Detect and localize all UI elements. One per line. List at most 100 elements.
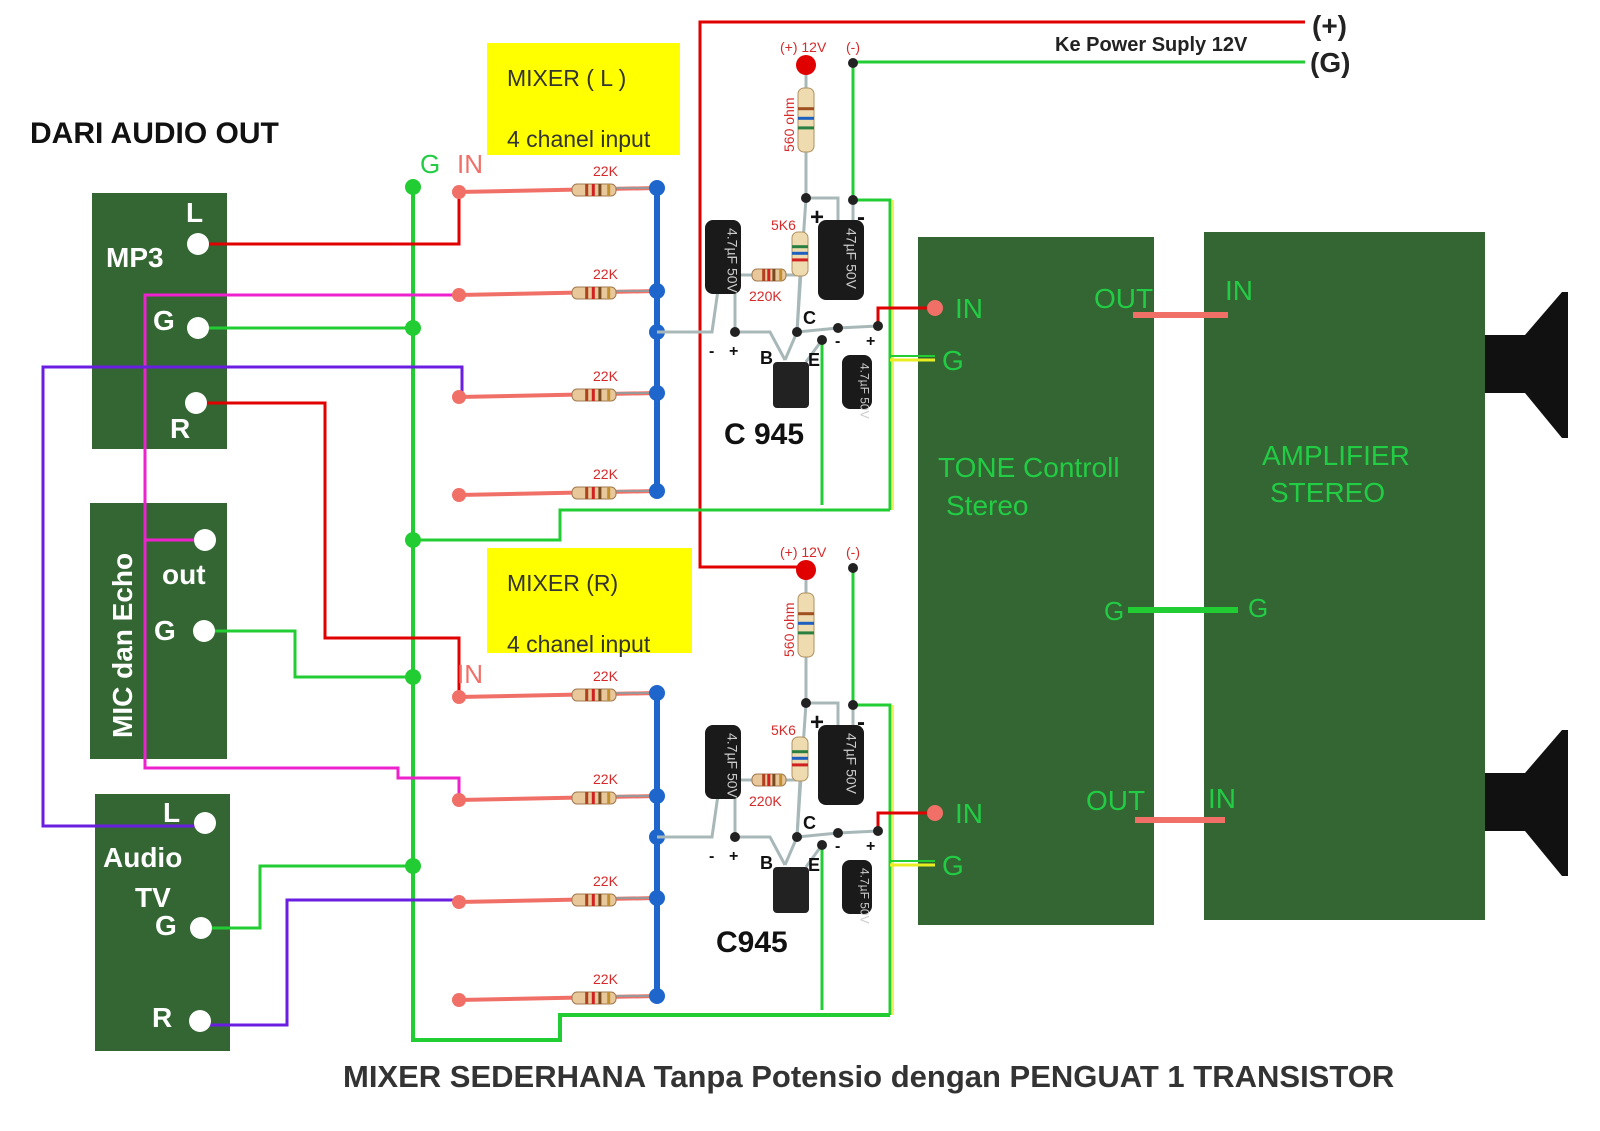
- transistor-icon: [773, 867, 809, 913]
- resistor-band: [798, 612, 814, 616]
- resistor-band: [591, 287, 595, 299]
- power-ground-label: (G): [1310, 47, 1350, 78]
- resistor-band: [607, 894, 611, 906]
- jack-terminals[interactable]: [185, 233, 216, 1032]
- mixer-title: MIXER (R): [507, 570, 618, 596]
- supply-positive-terminal: [796, 560, 816, 580]
- input-terminal: [452, 895, 466, 909]
- tv-ground-jack: [190, 917, 212, 939]
- mixer-title: MIXER ( L ): [507, 65, 626, 91]
- tv-right-jack: [189, 1010, 211, 1032]
- resistor-band: [585, 487, 589, 499]
- mp3-ground-jack: [187, 317, 209, 339]
- resistor-band: [585, 184, 589, 196]
- resistor-band: [598, 389, 602, 401]
- resistor-band: [798, 631, 814, 635]
- solder-point: [730, 327, 740, 337]
- amplifier-board: [1204, 232, 1485, 920]
- resistor-band: [598, 992, 602, 1004]
- resistor-band: [585, 689, 589, 701]
- supply-plus-label: (+) 12V: [780, 39, 827, 55]
- source-heading: DARI AUDIO OUT: [30, 117, 279, 150]
- resistor-band: [591, 389, 595, 401]
- amp-ground-label: G: [1248, 593, 1268, 623]
- resistor-band: [607, 389, 611, 401]
- output-wire: [876, 306, 935, 326]
- resistor-band: [779, 774, 783, 786]
- solder-point: [792, 832, 802, 842]
- cap-minus-label: -: [857, 204, 865, 231]
- tv-left-jack: [194, 812, 216, 834]
- resistor-band: [591, 792, 595, 804]
- resistor-band: [772, 774, 776, 786]
- solder-point: [848, 700, 858, 710]
- input-terminal: [452, 185, 466, 199]
- input-resistor-label: 22K: [593, 771, 619, 787]
- ground-link-wire: [853, 198, 892, 510]
- mp3-right-wire: [196, 401, 461, 697]
- tone-ground-label: G: [1104, 596, 1124, 626]
- mic-out-jack: [194, 529, 216, 551]
- resistor-band: [607, 487, 611, 499]
- capacitor-icon: [705, 725, 741, 799]
- capacitor-label: 4.7µF 50V: [724, 733, 740, 799]
- mp3-left-jack: [187, 233, 209, 255]
- resistor-band: [591, 894, 595, 906]
- pin-b-label: B: [760, 348, 773, 368]
- solder-point: [833, 828, 843, 838]
- input-resistor-label: 22K: [593, 971, 619, 987]
- tv-label-line2: TV: [135, 882, 171, 913]
- solder-point: [873, 321, 883, 331]
- tone-title-line2: Stereo: [946, 490, 1029, 521]
- tone-ground-label: G: [942, 345, 964, 376]
- tone-title-line1: TONE Controll: [938, 452, 1120, 483]
- tv-right-wire: [200, 898, 459, 1027]
- mixer-subtitle: 4 chanel input: [507, 126, 651, 152]
- tv-right-label: R: [152, 1002, 172, 1033]
- capacitor-label: 47µF 50V: [844, 733, 860, 795]
- resistor-band: [798, 107, 814, 111]
- resistor-band: [607, 992, 611, 1004]
- speaker-icon: [1485, 292, 1568, 438]
- resistor-band: [607, 184, 611, 196]
- bus-junction: [649, 483, 665, 499]
- input-resistor-label: 22K: [593, 668, 619, 684]
- supply-positive-terminal: [796, 55, 816, 75]
- resistor-band: [607, 287, 611, 299]
- tone-ground-label: G: [942, 850, 964, 881]
- mic-ground-jack: [193, 620, 215, 642]
- resistor-band: [598, 287, 602, 299]
- cap-minus-label: -: [835, 838, 840, 855]
- cap-minus-label: -: [835, 333, 840, 350]
- resistor-5k6-label: 5K6: [771, 722, 796, 738]
- wire: [786, 273, 802, 333]
- amp-title-line1: AMPLIFIER: [1262, 440, 1410, 471]
- ground-bus-junctions: [405, 179, 421, 874]
- cap-plus-label: +: [729, 343, 738, 360]
- mixer-stage-left: MIXER ( L )4 chanel input22K22K22K22KING…: [452, 39, 983, 505]
- resistor-band: [585, 792, 589, 804]
- collector-resistor-label: 560 ohm: [781, 98, 797, 152]
- capacitor-label: 47µF 50V: [844, 228, 860, 290]
- solder-point: [817, 335, 827, 345]
- solder-point: [801, 193, 811, 203]
- capacitor-label: 4.7µF 50V: [724, 228, 740, 294]
- resistor-body: [797, 592, 815, 658]
- output-wire: [876, 811, 935, 831]
- resistor-band: [792, 763, 808, 767]
- resistor-band: [767, 774, 771, 786]
- mp3-left-label: L: [186, 197, 203, 228]
- tone-in-label: IN: [955, 293, 983, 324]
- input-terminal: [452, 793, 466, 807]
- capacitor-icon: [842, 860, 872, 914]
- mp3-right-label: R: [170, 413, 190, 444]
- cap-plus-label: +: [866, 333, 875, 350]
- resistor-body: [797, 87, 815, 153]
- tv-ground-label: G: [155, 910, 177, 941]
- input-terminal: [452, 488, 466, 502]
- resistor-band: [598, 184, 602, 196]
- mixer-label-box: [487, 548, 692, 653]
- ground-link-wire: [413, 508, 890, 542]
- tv-left-label: L: [163, 797, 180, 828]
- resistor-5k6-label: 5K6: [771, 217, 796, 233]
